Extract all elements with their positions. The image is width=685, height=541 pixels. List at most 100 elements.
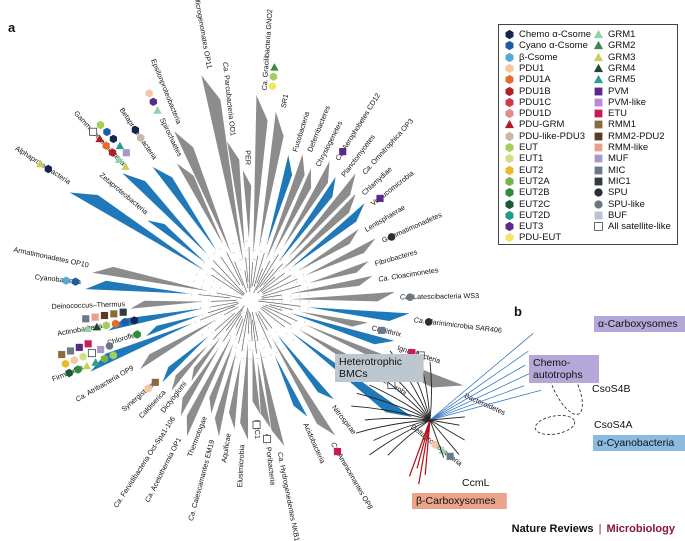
legend-symbol-hexagon — [505, 108, 514, 119]
clade-wedge — [280, 193, 356, 272]
legend-symbol-hexagon — [505, 52, 514, 62]
panel-b-branch — [351, 405, 431, 421]
legend-symbol-square — [594, 98, 603, 107]
bmc-marker-hexagon — [100, 354, 109, 363]
legend-symbol-hexagon — [505, 233, 514, 243]
legend-label: PDU-like-PDU3 — [519, 130, 585, 142]
tree-branch — [252, 319, 257, 354]
clade-wedge — [152, 166, 217, 251]
legend-label: EUT2C — [519, 198, 551, 210]
legend-symbol-triangle — [504, 120, 515, 129]
legend-item: RMM1 — [593, 119, 636, 130]
bmc-marker-square — [100, 311, 109, 320]
legend-item: Chemo α-Csome — [504, 29, 591, 40]
tree-branch-arc — [217, 267, 283, 333]
legend-item: PDU1 — [504, 63, 544, 74]
bmc-marker-square — [58, 350, 66, 359]
bmc-marker-triangle — [92, 322, 102, 331]
clade-wedge — [191, 337, 222, 382]
clade-wedge — [298, 228, 359, 272]
tree-branch — [253, 253, 265, 287]
legend-symbol-square — [594, 166, 603, 175]
legend-item: GRM3 — [593, 52, 635, 63]
clade-wedge — [274, 355, 308, 417]
legend-item: PDU1A — [504, 74, 551, 85]
legend-item: RMM2-PDU2 — [593, 131, 664, 142]
tree-branch — [207, 303, 239, 314]
panel-b-branch — [356, 392, 431, 421]
panel-b-unrooted-tree: α-CarboxysomesChemo-autotrophsCsoS4BCsoS… — [335, 316, 685, 509]
panel-b-branch-alpha — [429, 385, 525, 421]
panel-b-label-alpha-cyano: α-Cyanobacteria — [597, 437, 674, 449]
tree-branch — [265, 304, 283, 311]
legend-item: All satellite-like — [593, 221, 671, 232]
clade-label: Nitrospirae — [330, 403, 358, 436]
tree-branch — [252, 255, 259, 287]
clade-wedge — [139, 319, 218, 370]
bmc-marker-circle — [406, 293, 414, 301]
bmc-marker-hexagon — [108, 148, 117, 157]
tree-branch-arc — [199, 249, 301, 351]
legend-symbol-hexagon — [505, 221, 514, 232]
clade-wedge — [174, 131, 232, 255]
clade-wedge — [300, 311, 368, 327]
panel-b-label-bg — [412, 493, 507, 509]
tree-branch — [223, 306, 239, 316]
legend-label: PVM-like — [608, 96, 647, 108]
clade-wedge — [259, 349, 285, 447]
panel-b-branch-alpha — [429, 350, 529, 421]
legend-label: PDU-EUT — [519, 232, 562, 244]
panel-b-branch — [429, 361, 432, 421]
tree-branch — [214, 312, 236, 332]
legend-item: BUF — [593, 210, 627, 221]
bmc-marker-square — [82, 315, 90, 323]
bmc-marker-square — [87, 349, 96, 358]
bmc-marker-square — [122, 149, 130, 157]
legend-symbol-triangle — [593, 75, 604, 84]
bmc-marker-hexagon — [121, 317, 129, 327]
legend-item: GRM4 — [593, 63, 635, 74]
tree-branch — [262, 305, 298, 322]
panel-b-branch-beta — [416, 419, 431, 469]
tree-branch — [248, 247, 251, 293]
panel-a-letter: a — [8, 20, 16, 35]
clade-wedge — [273, 168, 312, 254]
tree-branches — [190, 240, 310, 360]
tree-branch — [257, 300, 301, 307]
legend-symbol-circle — [594, 199, 603, 209]
journal-name: Nature Reviews — [511, 523, 594, 535]
clade-wedge — [201, 75, 244, 263]
legend-symbol-hexagon — [505, 86, 514, 96]
tree-branch — [235, 315, 243, 328]
legend-label: MIC — [608, 164, 626, 176]
legend-item: GRM2 — [593, 40, 635, 51]
legend-symbol-triangle — [593, 41, 604, 50]
clade-wedge — [108, 308, 203, 331]
legend-label: ETU — [608, 108, 627, 120]
legend-symbol-hexagon — [505, 142, 514, 153]
panel-b-branch — [356, 419, 431, 434]
legend-symbol-triangle — [593, 29, 604, 39]
bmc-marker-square — [91, 313, 99, 321]
tree-branch — [258, 310, 273, 329]
legend-label: PDU1 — [519, 62, 545, 74]
panel-b-label-bg — [529, 355, 599, 383]
panel-b-label-csos4b: CsoS4B — [592, 383, 631, 395]
clade-wedge — [176, 163, 224, 246]
tree-branch — [238, 307, 249, 344]
legend-label: BUF — [608, 209, 627, 221]
legend-item: EUT — [504, 142, 538, 153]
tree-branch — [261, 285, 302, 298]
bmc-marker-triangle — [114, 155, 124, 163]
bmc-markers — [36, 63, 454, 460]
clade-wedge — [186, 334, 233, 437]
tree-branch — [225, 309, 243, 331]
clade-wedge — [253, 95, 268, 255]
tree-branch — [199, 305, 236, 321]
tree-branch-arc — [190, 240, 310, 360]
bmc-marker-square — [339, 148, 347, 156]
panel-b-label-bg — [335, 354, 424, 382]
clade-label: BRC1 — [252, 420, 262, 440]
legend-item: GRM5 — [593, 74, 635, 85]
